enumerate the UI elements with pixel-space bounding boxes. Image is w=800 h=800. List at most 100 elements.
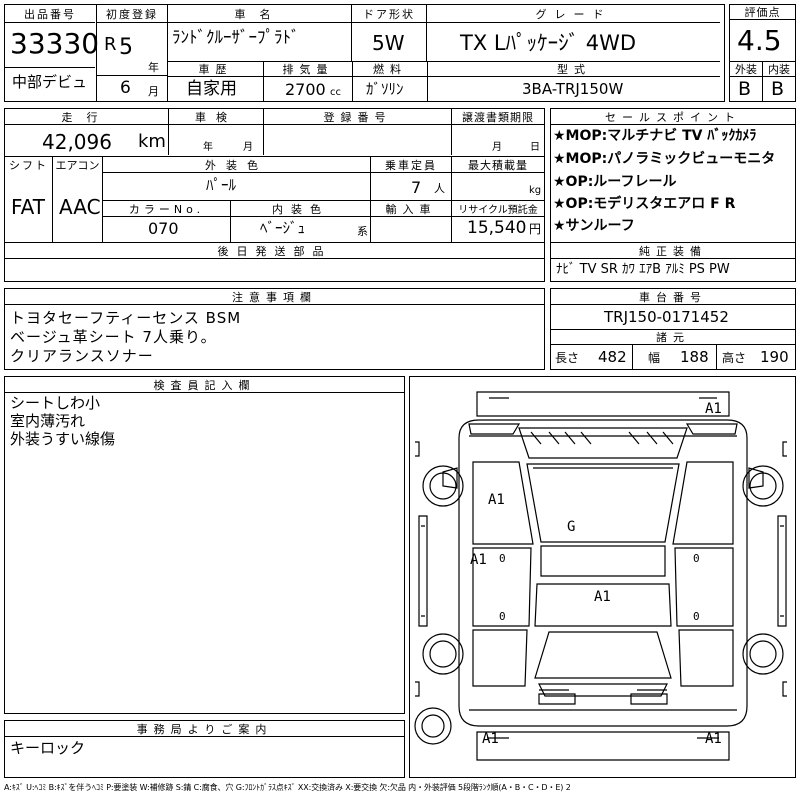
displacement-label: 排気量 xyxy=(282,63,334,76)
damage-mark: A1 xyxy=(488,492,505,508)
history-label: 車歴 xyxy=(198,63,233,76)
zero-mark: 0 xyxy=(499,610,506,623)
door-value: 5W xyxy=(372,31,405,55)
zero-mark: 0 xyxy=(693,610,700,623)
interior-grade: B xyxy=(771,78,785,100)
damage-mark: A1 xyxy=(705,731,722,747)
sales-points-label: セールスポイント xyxy=(605,110,741,124)
int-color-label: 内装色 xyxy=(272,202,329,216)
specs-panel xyxy=(4,108,545,282)
length-value: 482 xyxy=(598,348,627,366)
inspector-line: 外装うすい線傷 xyxy=(10,430,116,448)
length-label: 長さ xyxy=(555,351,580,365)
notes-panel xyxy=(4,288,545,370)
aircon-label: エアコン xyxy=(55,158,100,172)
sales-point-item: ★OP:モデリスタエアロ F R xyxy=(553,196,736,212)
transfer-day-unit: 日 xyxy=(530,142,540,153)
notes-label: 注意事項欄 xyxy=(232,290,317,304)
header-panel xyxy=(4,4,725,102)
exterior-label: 外装 xyxy=(735,63,757,76)
lot-number: 33330 xyxy=(10,27,100,60)
sales-points-panel xyxy=(550,108,796,282)
capacity-label: 乗車定員 xyxy=(385,158,437,172)
capacity-value: 7 xyxy=(411,178,422,197)
displacement-value: 2700 xyxy=(285,80,326,99)
score-value: 4.5 xyxy=(737,24,782,57)
width-value: 188 xyxy=(680,348,709,366)
era: R xyxy=(104,34,117,55)
recycle-label: リサイクル預託金 xyxy=(458,205,538,216)
fuel-label: 燃料 xyxy=(373,63,407,76)
damage-mark: A1 xyxy=(482,731,499,747)
door-label: ドア形状 xyxy=(363,8,415,21)
import-label: 輸入車 xyxy=(385,202,437,216)
sales-point-item: ★MOP:パノラミックビューモニタ xyxy=(553,151,776,167)
inspection-month-unit: 月 xyxy=(243,142,253,153)
mileage-label: 走行 xyxy=(61,110,112,124)
year-number: 5 xyxy=(119,35,133,60)
car-body-diagram xyxy=(414,391,787,761)
ext-color-value: ﾊﾟｰﾙ xyxy=(206,176,237,194)
color-no-label: カラーNo. xyxy=(128,202,205,216)
height-value: 190 xyxy=(760,348,789,366)
max-load-label: 最大積載量 xyxy=(468,158,528,172)
month-number: 6 xyxy=(120,78,131,98)
mileage-value: 42,096 xyxy=(42,130,112,154)
office-value: キーロック xyxy=(10,739,86,757)
note-line: クリアランスソナー xyxy=(10,347,154,365)
car-name-label: 車名 xyxy=(234,8,285,21)
zero-mark: 0 xyxy=(693,552,700,565)
debut-label: 中部デビュ xyxy=(12,73,88,91)
inspection-label: 車検 xyxy=(195,110,237,124)
int-color-value: ﾍﾞｰｼﾞｭ xyxy=(260,219,306,237)
transfer-month-unit: 月 xyxy=(492,142,502,153)
capacity-unit: 人 xyxy=(434,182,445,195)
legend-text: A:ｷｽﾞ U:ﾍｺﾐ B:ｷｽﾞを伴うﾍｺﾐ P:要塗装 W:補修跡 S:錆 … xyxy=(4,783,571,792)
reg-number-label: 登録番号 xyxy=(323,110,392,124)
displacement-unit: cc xyxy=(330,87,341,98)
grade-label: グレード xyxy=(535,8,612,21)
sales-point-item: ★サンルーフ xyxy=(553,218,635,234)
history-value: 自家用 xyxy=(186,79,237,99)
inspection-year-unit: 年 xyxy=(203,142,213,153)
color-no-value: 070 xyxy=(148,219,179,238)
chassis-label: 車台番号 xyxy=(639,290,707,304)
first-reg-label: 初度登録 xyxy=(106,8,158,21)
note-line: ベージュ革シート 7人乗り。 xyxy=(10,328,217,346)
lot-number-label: 出品番号 xyxy=(24,8,76,21)
later-parts-label: 後日発送部品 xyxy=(217,244,332,258)
chassis-value: TRJ150-0171452 xyxy=(604,308,729,326)
car-name: ﾗﾝﾄﾞｸﾙｰｻﾞｰﾌﾟﾗﾄﾞ xyxy=(172,28,300,48)
office-panel xyxy=(4,720,405,778)
damage-mark: A1 xyxy=(705,401,722,417)
damage-mark: G xyxy=(567,519,576,535)
model-value: 3BA-TRJ150W xyxy=(522,80,624,98)
score-label: 評価点 xyxy=(744,6,781,19)
car-diagram-panel xyxy=(409,376,796,778)
zero-mark: 0 xyxy=(499,552,506,565)
equipment-label: 純正装備 xyxy=(639,244,707,258)
int-color-suffix: 系 xyxy=(357,225,368,238)
sales-point-item: ★OP:ルーフレール xyxy=(553,174,677,190)
inspector-label: 検査員記入欄 xyxy=(153,378,256,392)
damage-mark: A1 xyxy=(594,589,611,605)
transfer-label: 譲渡書類期限 xyxy=(462,110,534,124)
model-label: 型式 xyxy=(557,63,591,76)
mileage-unit: km xyxy=(138,131,166,152)
dims-label: 諸元 xyxy=(656,331,690,344)
ext-color-label: 外装色 xyxy=(205,158,268,172)
inspector-line: 室内薄汚れ xyxy=(10,412,86,430)
sales-point-item: ★MOP:マルチナビ TV ﾊﾞｯｸｶﾒﾗ xyxy=(553,128,757,144)
height-label: 高さ xyxy=(722,351,747,365)
note-line: トヨタセーフティーセンス BSM xyxy=(10,309,242,327)
recycle-value: 15,540 xyxy=(467,218,527,238)
month-unit: 月 xyxy=(148,85,159,98)
shift-label: シフト xyxy=(9,158,48,172)
grade-value: TX Lﾊﾟｯｹｰｼﾞ 4WD xyxy=(460,31,637,55)
interior-label: 内装 xyxy=(768,63,790,76)
shift-value: FAT xyxy=(11,195,46,219)
aircon-value: AAC xyxy=(59,195,101,219)
equipment-value: ﾅﾋﾞ TV SR ｶﾜ ｴｱB ｱﾙﾐ PS PW xyxy=(556,262,730,277)
exterior-grade: B xyxy=(738,78,752,100)
damage-mark: A1 xyxy=(470,552,487,568)
